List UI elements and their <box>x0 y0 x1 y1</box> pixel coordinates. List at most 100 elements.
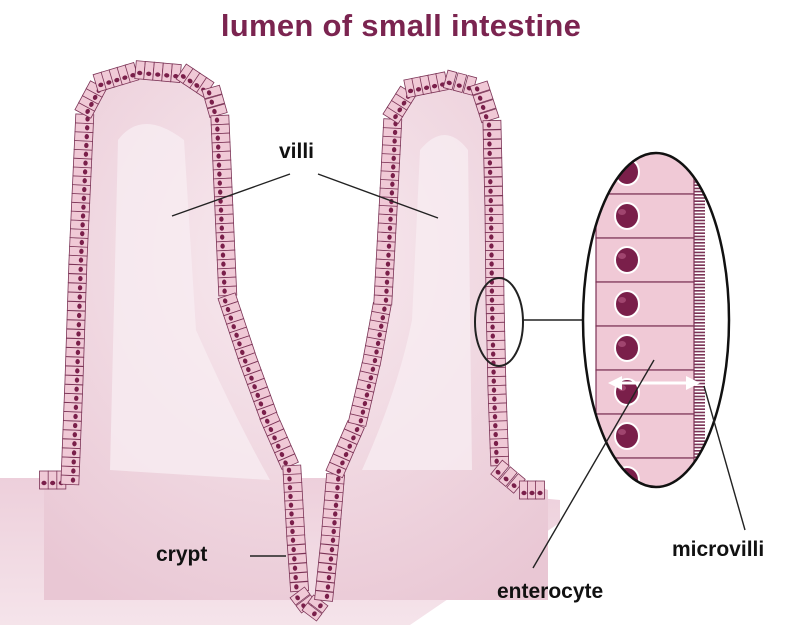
epithelial-cell <box>68 274 86 284</box>
epithelial-cell <box>484 168 502 177</box>
enterocyte-nucleus <box>615 423 639 449</box>
epithelial-cell <box>69 264 87 274</box>
epithelial-cell <box>67 320 85 330</box>
villi-label: villi <box>279 140 314 164</box>
epithelial-cell <box>487 331 505 340</box>
epithelial-cell <box>487 322 505 331</box>
epithelial-cell <box>288 554 307 564</box>
epithelial-cell <box>69 246 87 256</box>
epithelial-cell <box>486 304 504 313</box>
epithelial-cell <box>64 384 82 394</box>
enterocyte-cell <box>596 194 694 238</box>
epithelial-cell <box>218 268 236 278</box>
epithelial-cell <box>486 259 504 268</box>
epithelial-cell <box>213 169 231 179</box>
epithelial-cell <box>218 277 236 287</box>
enterocyte-nucleus <box>615 291 639 317</box>
epithelial-cell <box>488 367 506 376</box>
epithelial-cell <box>483 130 501 139</box>
epithelial-cell <box>486 313 504 322</box>
epithelial-cell <box>316 581 335 592</box>
page-title: lumen of small intestine <box>0 8 802 44</box>
epithelial-cell <box>73 158 91 168</box>
epithelial-cell <box>485 205 503 214</box>
epithelial-cell <box>484 149 502 158</box>
epithelial-cell <box>65 357 83 367</box>
epithelial-cell <box>212 133 230 143</box>
epithelial-cell <box>490 438 508 448</box>
epithelial-cell <box>318 563 337 574</box>
microvilli-brush-border <box>694 150 705 489</box>
epithelial-cell <box>376 259 394 269</box>
epithelial-cell <box>378 223 396 233</box>
cell-nucleus <box>50 481 55 485</box>
epithelial-cell <box>67 311 85 321</box>
epithelial-cell <box>63 430 81 440</box>
epithelial-cell <box>215 214 233 224</box>
epithelial-cell <box>74 149 92 159</box>
nucleus-highlight <box>618 253 626 259</box>
epithelial-cell <box>488 394 506 404</box>
epithelial-cell <box>485 223 503 232</box>
enterocyte-label: enterocyte <box>497 580 603 604</box>
epithelial-cell <box>62 439 80 449</box>
epithelial-cell <box>70 229 88 239</box>
epithelial-cell <box>72 184 90 194</box>
nucleus-highlight <box>618 297 626 303</box>
epithelial-cell <box>73 167 91 177</box>
epithelial-cell <box>73 176 91 186</box>
crypt-label: crypt <box>156 543 207 567</box>
cell-nucleus <box>537 491 542 495</box>
epithelial-cell <box>487 340 505 349</box>
epithelial-cell <box>484 177 502 186</box>
epithelial-cell <box>486 286 504 295</box>
nucleus-highlight <box>618 473 626 479</box>
epithelial-cell <box>66 348 84 358</box>
epithelial-cell <box>489 412 507 422</box>
magnified-view <box>583 150 733 502</box>
epithelial-cell <box>289 563 308 573</box>
enterocyte-cell <box>596 326 694 370</box>
epithelial-cell <box>71 202 89 212</box>
enterocyte-cell <box>596 238 694 282</box>
epithelial-cell <box>485 214 503 223</box>
enterocyte-cell <box>596 282 694 326</box>
epithelial-cell <box>70 220 88 230</box>
epithelial-cell <box>483 120 501 129</box>
epithelial-cell <box>488 376 506 385</box>
epithelial-cell <box>317 572 336 583</box>
epithelial-cell <box>216 241 234 251</box>
epithelial-cell <box>72 193 90 203</box>
enterocyte-nucleus <box>615 247 639 273</box>
epithelial-cell <box>63 421 81 431</box>
epithelial-cell <box>61 475 79 485</box>
epithelial-cell <box>489 421 507 431</box>
epithelial-cell <box>216 232 234 242</box>
epithelial-cell <box>74 140 92 150</box>
epithelial-cell <box>70 237 88 247</box>
nucleus-highlight <box>618 341 626 347</box>
epithelial-cell <box>217 259 235 269</box>
epithelial-cell <box>319 553 338 564</box>
cell-nucleus <box>521 491 526 495</box>
epithelial-cell <box>488 385 506 395</box>
epithelial-cell <box>536 481 545 499</box>
epithelial-cell <box>64 402 82 412</box>
epithelial-cell <box>485 241 503 250</box>
epithelial-cell <box>48 471 57 489</box>
epithelial-cell <box>484 158 502 167</box>
epithelial-cell <box>378 214 396 224</box>
epithelial-cell <box>486 295 504 304</box>
epithelial-cell <box>320 544 339 555</box>
epithelial-cell <box>63 412 81 422</box>
epithelial-cell <box>213 160 231 170</box>
microvilli-label: microvilli <box>672 538 764 562</box>
epithelial-cell <box>490 447 508 457</box>
cell-nucleus <box>41 481 46 485</box>
epithelial-cell <box>61 466 79 476</box>
enterocyte-nucleus <box>615 159 639 185</box>
epithelial-cell <box>64 393 82 403</box>
epithelial-cell <box>487 349 505 358</box>
epithelial-cell <box>65 366 83 376</box>
